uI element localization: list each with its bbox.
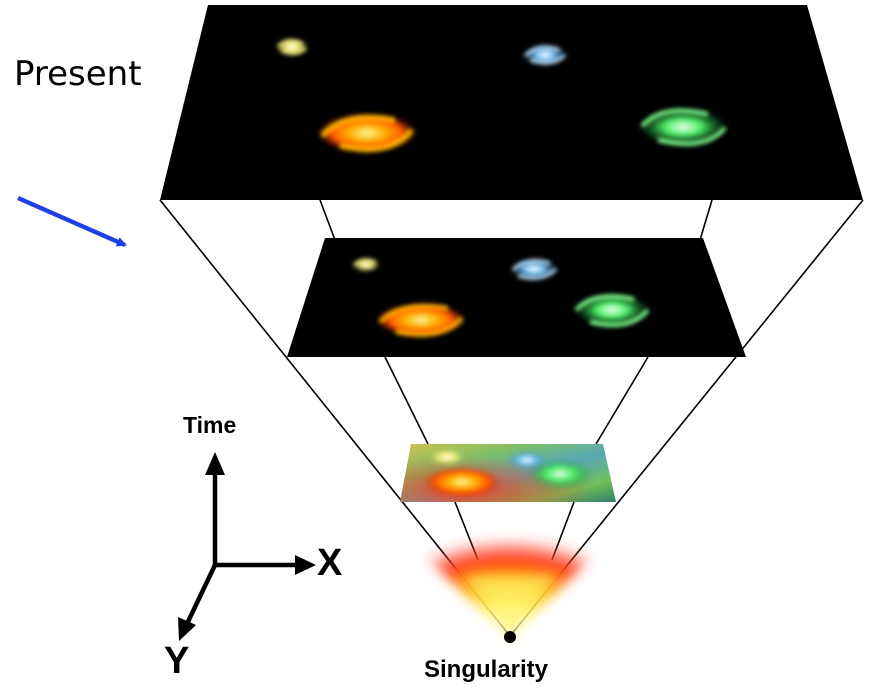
y-arrowhead: [178, 617, 196, 641]
galaxy-orange: [317, 113, 417, 153]
galaxy-green-mid: [574, 293, 650, 328]
blue-pointer-arrow: [17, 195, 127, 248]
galaxy-green: [638, 108, 728, 146]
galaxy-orange-mid: [376, 303, 466, 337]
galaxy-yellow-early: [430, 449, 464, 465]
y-axis-label: Y: [164, 640, 190, 682]
inner-line-3: [384, 356, 429, 445]
galaxy-blue: [523, 44, 567, 66]
middle-plane: [287, 238, 746, 357]
galaxy-green-early: [527, 459, 593, 489]
galaxy-orange-early: [424, 467, 500, 497]
inner-line-1: [319, 199, 336, 241]
early-plane: [400, 444, 616, 502]
galaxy-yellow-mid: [352, 258, 380, 272]
x-arrowhead: [295, 555, 316, 575]
x-axis-label: X: [317, 542, 343, 584]
axes: [182, 468, 300, 629]
inner-line-2: [699, 199, 713, 241]
time-axis-label: Time: [183, 412, 237, 438]
galaxy-yellow: [276, 38, 308, 56]
inner-line-4: [595, 356, 649, 445]
galaxy-blue-mid: [510, 258, 558, 280]
singularity-label: Singularity: [424, 656, 549, 683]
big-bang-glow: [420, 526, 598, 636]
axis-arrowheads: [178, 452, 316, 641]
time-arrowhead: [205, 452, 225, 475]
present-plane: [160, 5, 863, 200]
y-axis: [182, 564, 218, 629]
singularity-point: [504, 631, 516, 643]
present-label: Present: [14, 54, 142, 94]
